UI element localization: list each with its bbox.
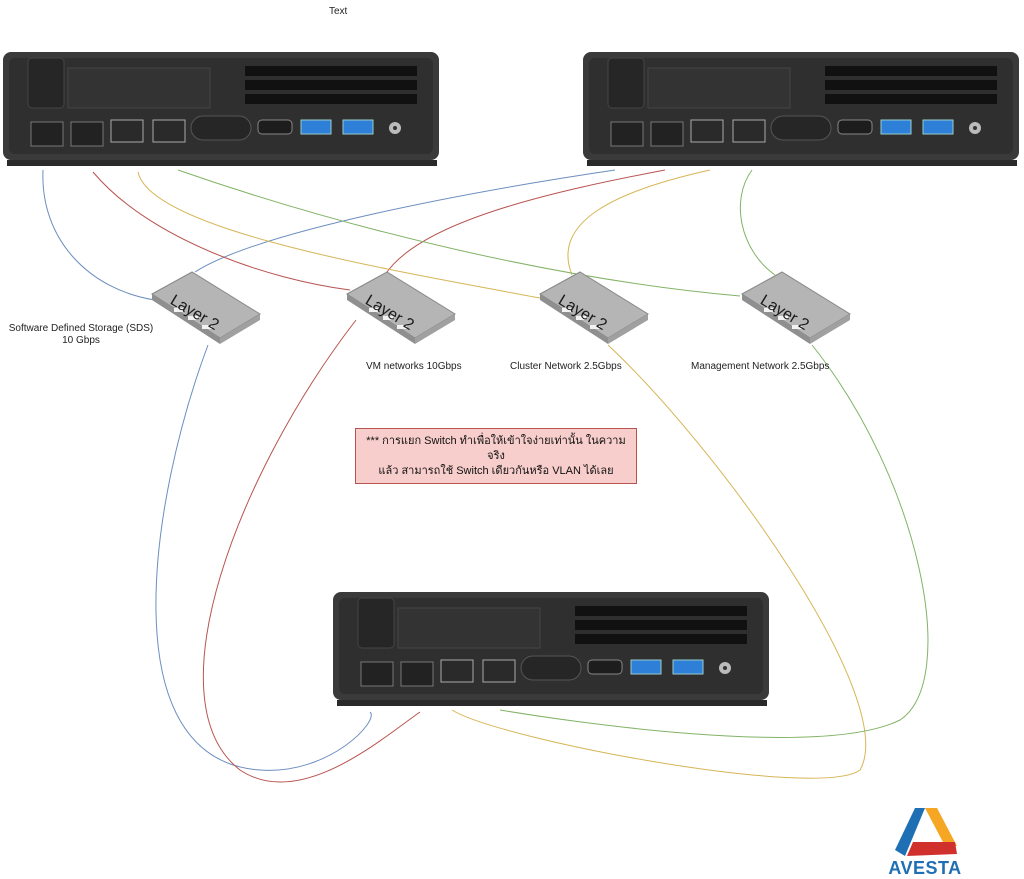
cable-vm-bottom bbox=[202, 319, 421, 783]
cable-mgmt-right bbox=[739, 169, 776, 276]
sds-network-label: Software Defined Storage (SDS) 10 Gbps bbox=[6, 323, 156, 347]
switch-vm[interactable]: Layer 2 bbox=[345, 268, 457, 351]
note-line-1: *** การแยก Switch ทำเพื่อให้เข้าใจง่ายเท… bbox=[366, 434, 626, 462]
cable-vm-left bbox=[92, 171, 351, 291]
mini-pc-body bbox=[583, 52, 1019, 166]
mini-pc-bottom bbox=[333, 592, 769, 706]
cable-sds-right bbox=[194, 169, 616, 273]
cable-cluster-left bbox=[137, 171, 541, 299]
cable-sds-left bbox=[42, 169, 156, 301]
switch-icon bbox=[346, 271, 456, 344]
management-network-label: Management Network 2.5Gbps bbox=[691, 361, 830, 372]
cable-mgmt-bottom bbox=[499, 344, 929, 738]
cable-cluster-bottom bbox=[451, 344, 867, 779]
mini-pc-body bbox=[3, 52, 439, 166]
sds-network-speed: 10 Gbps bbox=[62, 335, 100, 346]
switch-management[interactable]: Layer 2 bbox=[740, 268, 852, 351]
avesta-logo-text: AVESTA bbox=[888, 858, 962, 878]
note-line-2: แล้ว สามารถใช้ Switch เดียวกันหรือ VLAN … bbox=[378, 464, 614, 477]
avesta-logo-icon bbox=[895, 808, 957, 856]
cable-cluster-right bbox=[567, 169, 711, 276]
sds-network-name: Software Defined Storage (SDS) bbox=[8, 323, 154, 334]
top-text-label: Text bbox=[329, 6, 348, 17]
mini-pc-top-right bbox=[583, 52, 1019, 166]
cable-sds-bottom bbox=[155, 344, 372, 771]
cable-mgmt-left bbox=[177, 169, 741, 297]
switch-sds[interactable]: Layer 2 bbox=[150, 268, 262, 351]
mini-pc-top-left bbox=[3, 52, 439, 166]
mini-pc-body bbox=[333, 592, 769, 706]
switch-icon bbox=[741, 271, 851, 344]
switch-icon bbox=[151, 271, 261, 344]
cable-vm-right bbox=[384, 169, 666, 276]
note-box: *** การแยก Switch ทำเพื่อให้เข้าใจง่ายเท… bbox=[355, 428, 637, 484]
switch-icon bbox=[539, 271, 649, 344]
cluster-network-label: Cluster Network 2.5Gbps bbox=[510, 361, 622, 372]
switch-cluster[interactable]: Layer 2 bbox=[538, 268, 650, 351]
vm-network-label: VM networks 10Gbps bbox=[366, 361, 462, 372]
